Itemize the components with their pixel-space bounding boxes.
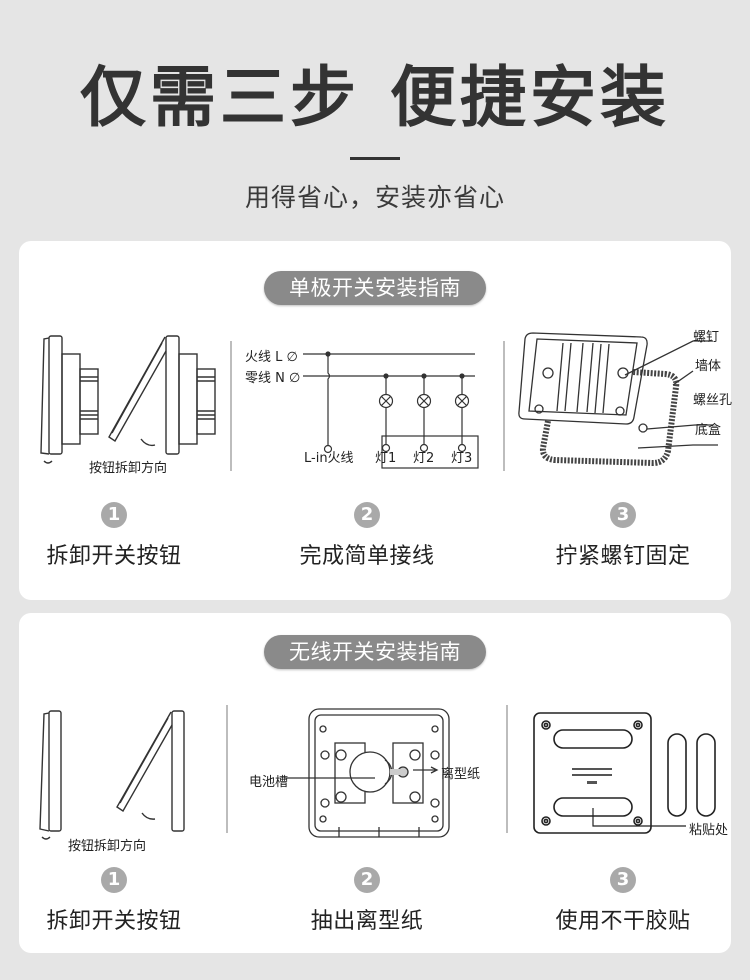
page-title: 仅需三步便捷安装 <box>0 58 750 138</box>
step-3-label: 拧紧螺钉固定 <box>555 544 691 569</box>
step-3-badge: 3 <box>610 867 636 893</box>
step-2-badge: 2 <box>354 502 380 528</box>
battery-slot-label: 电池槽 <box>249 775 289 790</box>
removal-direction-caption: 按钮拆卸方向 <box>68 839 147 854</box>
release-paper-label: 离型纸 <box>441 767 481 782</box>
panel-divider <box>226 705 228 833</box>
circuit-diagram-icon <box>303 351 479 469</box>
wall-box-mount-icon <box>518 332 718 467</box>
wall-callout: 墙体 <box>695 359 722 374</box>
sticker-area-label: 粘贴处 <box>689 823 729 838</box>
live-wire-label: 火线 L ∅ <box>245 350 298 365</box>
step-3-badge: 3 <box>610 502 636 528</box>
wireless-guide-pill: 无线开关安装指南 <box>264 635 486 669</box>
button-removal-diagram: 按钮拆卸方向 <box>29 329 219 479</box>
neutral-wire-label: 零线 N ∅ <box>245 371 301 386</box>
panel-divider <box>506 705 508 833</box>
panel-divider <box>230 341 232 471</box>
lamp-2-label: 灯2 <box>413 451 435 466</box>
wiring-diagram: 火线 L ∅ 零线 N ∅ L-in火线 灯1 灯2 灯3 <box>245 336 485 476</box>
switch-side-view-icon <box>40 335 216 464</box>
single-pole-guide-pill: 单极开关安装指南 <box>264 271 486 305</box>
title-part2: 便捷安装 <box>390 59 670 136</box>
title-divider <box>350 157 400 160</box>
adhesive-sticker-diagram: 粘贴处 <box>524 708 728 848</box>
panel-divider <box>503 341 505 471</box>
step-2-label: 完成简单接线 <box>299 544 435 569</box>
step-1-label: 拆卸开关按钮 <box>46 909 182 934</box>
step-1-badge: 1 <box>101 502 127 528</box>
wireless-guide-card: 无线开关安装指南 按钮拆卸方向 <box>19 613 731 953</box>
battery-release-diagram: 电池槽 离型纸 <box>245 705 505 845</box>
screw-callout: 螺钉 <box>693 330 720 345</box>
title-part1: 仅需三步 <box>80 59 360 136</box>
switch-back-battery-icon <box>285 708 450 838</box>
back-box-callout: 底盒 <box>695 423 722 438</box>
lamp-1-label: 灯1 <box>375 451 397 466</box>
screw-hole-callout: 螺丝孔 <box>693 393 733 408</box>
removal-direction-caption: 按钮拆卸方向 <box>89 461 168 476</box>
step-2-badge: 2 <box>354 867 380 893</box>
sticker-placement-icon <box>533 712 716 834</box>
step-2-label: 抽出离型纸 <box>310 909 424 934</box>
step-3-label: 使用不干胶贴 <box>555 909 691 934</box>
single-pole-guide-card: 单极开关安装指南 按钮拆 <box>19 241 732 600</box>
wireless-switch-side-view-icon <box>39 710 185 840</box>
page-subtitle: 用得省心，安装亦省心 <box>244 183 505 212</box>
step-1-badge: 1 <box>101 867 127 893</box>
l-in-live-label: L-in火线 <box>304 451 354 466</box>
wireless-button-removal-diagram: 按钮拆卸方向 <box>29 705 219 855</box>
screw-fixing-diagram: 螺钉 墙体 螺丝孔 底盒 <box>513 323 732 473</box>
step-1-label: 拆卸开关按钮 <box>46 544 182 569</box>
lamp-3-label: 灯3 <box>451 451 473 466</box>
